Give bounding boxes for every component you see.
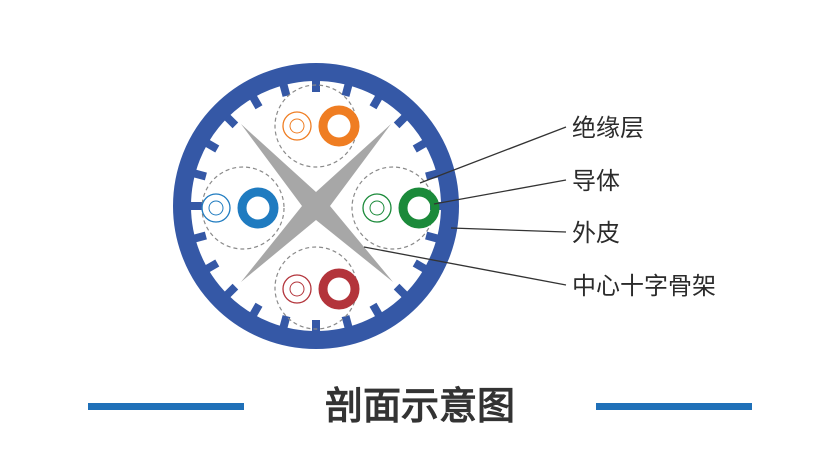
green-striped-conductor bbox=[369, 200, 385, 216]
jacket-ticks bbox=[190, 80, 442, 332]
jacket-tick bbox=[425, 231, 439, 243]
jacket-tick bbox=[393, 114, 408, 129]
jacket-tick bbox=[369, 94, 383, 110]
jacket-tick bbox=[193, 169, 207, 181]
cable-jacket bbox=[173, 63, 459, 349]
orange-solid-wire bbox=[318, 105, 360, 147]
jacket-tick bbox=[249, 94, 263, 110]
jacket-tick bbox=[369, 302, 383, 318]
caption-bar-right bbox=[596, 403, 752, 410]
jacket-tick bbox=[412, 139, 428, 153]
brown-striped-conductor bbox=[289, 281, 305, 297]
leader-line-jacket bbox=[450, 227, 567, 233]
jacket-tick bbox=[204, 259, 220, 273]
orange-striped-conductor bbox=[289, 118, 305, 134]
pair-brown bbox=[282, 268, 360, 310]
leader-line-cross-filler bbox=[363, 246, 567, 286]
jacket-tick bbox=[425, 169, 439, 181]
jacket-tick bbox=[341, 315, 353, 329]
label-cross-filler: 中心十字骨架 bbox=[572, 272, 716, 300]
jacket-tick bbox=[193, 231, 207, 243]
jacket-tick bbox=[204, 139, 220, 153]
green-striped-wire bbox=[362, 193, 392, 223]
blue-striped-wire bbox=[201, 193, 231, 223]
brown-striped-wire bbox=[282, 274, 312, 304]
leader-line-insulation bbox=[419, 126, 567, 184]
diagram-caption: 剖面示意图 bbox=[325, 384, 515, 428]
orange-striped-wire bbox=[282, 111, 312, 141]
pair-boundary-right bbox=[351, 166, 435, 250]
label-insulation: 绝缘层 bbox=[572, 114, 644, 142]
green-solid-wire bbox=[398, 187, 440, 229]
jacket-tick bbox=[412, 259, 428, 273]
brown-solid-wire bbox=[318, 268, 360, 310]
leader-line-conductor bbox=[433, 179, 567, 205]
pair-green bbox=[362, 187, 440, 229]
jacket-tick bbox=[279, 315, 291, 329]
blue-solid-wire bbox=[237, 187, 279, 229]
cross-filler-shape bbox=[241, 124, 393, 282]
jacket-tick bbox=[224, 114, 239, 129]
jacket-tick bbox=[224, 283, 239, 298]
blue-striped-conductor bbox=[208, 200, 224, 216]
pair-boundary-top bbox=[274, 84, 358, 168]
label-jacket: 外皮 bbox=[572, 219, 620, 247]
jacket-tick bbox=[393, 283, 408, 298]
jacket-ring bbox=[173, 63, 459, 349]
pair-blue bbox=[201, 187, 279, 229]
label-conductor: 导体 bbox=[572, 167, 620, 195]
cross-filler bbox=[241, 124, 393, 282]
pair-orange bbox=[282, 105, 360, 147]
leader-lines bbox=[363, 126, 567, 286]
jacket-tick bbox=[279, 83, 291, 97]
caption-bar-left bbox=[88, 403, 244, 410]
jacket-tick bbox=[249, 302, 263, 318]
jacket-tick bbox=[341, 83, 353, 97]
